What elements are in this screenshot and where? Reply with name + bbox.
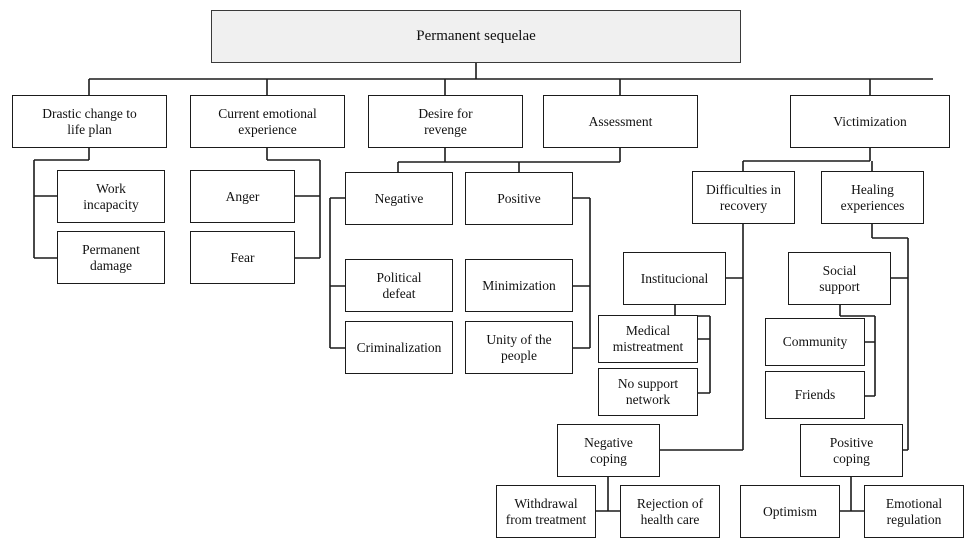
node-drastic[interactable]: Drastic change to life plan xyxy=(12,95,167,148)
node-medical[interactable]: Medical mistreatment xyxy=(598,315,698,363)
node-positive[interactable]: Positive xyxy=(465,172,573,225)
node-institucional[interactable]: Institucional xyxy=(623,252,726,305)
node-label: Victimization xyxy=(833,113,907,129)
connector-path xyxy=(397,148,621,172)
node-label: Work incapacity xyxy=(83,180,139,212)
node-label: Criminalization xyxy=(356,339,442,355)
node-label: Anger xyxy=(225,188,260,204)
node-withdrawal[interactable]: Withdrawal from treatment xyxy=(496,485,596,538)
node-label: Social support xyxy=(819,262,860,294)
node-community[interactable]: Community xyxy=(765,318,865,366)
node-label: Emotional regulation xyxy=(885,495,943,527)
node-healing[interactable]: Healing experiences xyxy=(821,171,924,224)
node-unity[interactable]: Unity of the people xyxy=(465,321,573,374)
node-victimization[interactable]: Victimization xyxy=(790,95,950,148)
node-emotreg[interactable]: Emotional regulation xyxy=(864,485,964,538)
node-anger[interactable]: Anger xyxy=(190,170,295,223)
node-work[interactable]: Work incapacity xyxy=(57,170,165,223)
node-difficulties[interactable]: Difficulties in recovery xyxy=(692,171,795,224)
node-friends[interactable]: Friends xyxy=(765,371,865,419)
connector-path xyxy=(742,148,873,171)
node-socialsup[interactable]: Social support xyxy=(788,252,891,305)
node-label: Drastic change to life plan xyxy=(42,105,137,137)
node-label: Friends xyxy=(794,387,836,403)
node-label: Rejection of health care xyxy=(636,495,704,527)
node-label: Optimism xyxy=(762,503,817,519)
node-label: Healing experiences xyxy=(840,181,905,213)
node-label: Current emotional experience xyxy=(218,105,317,137)
node-nosupport[interactable]: No support network xyxy=(598,368,698,416)
node-label: Medical mistreatment xyxy=(612,323,684,354)
node-label: No support network xyxy=(617,376,679,407)
node-minimize[interactable]: Minimization xyxy=(465,259,573,312)
connector-path xyxy=(88,63,933,95)
connector-path xyxy=(596,477,620,512)
node-label: Fear xyxy=(230,249,255,265)
node-assessment[interactable]: Assessment xyxy=(543,95,698,148)
node-label: Assessment xyxy=(588,113,653,129)
node-label: Unity of the people xyxy=(486,331,552,363)
node-fear[interactable]: Fear xyxy=(190,231,295,284)
node-root[interactable]: Permanent sequelae xyxy=(211,10,741,63)
connector-path xyxy=(329,197,345,349)
connector-path xyxy=(573,197,591,349)
node-label: Negative xyxy=(374,190,424,206)
node-negcoping[interactable]: Negative coping xyxy=(557,424,660,477)
node-rejection[interactable]: Rejection of health care xyxy=(620,485,720,538)
node-negative[interactable]: Negative xyxy=(345,172,453,225)
node-label: Positive xyxy=(497,190,541,206)
node-damage[interactable]: Permanent damage xyxy=(57,231,165,284)
node-label: Desire for revenge xyxy=(418,105,473,137)
node-label: Minimization xyxy=(482,277,556,293)
node-label: Withdrawal from treatment xyxy=(505,495,587,527)
node-label: Institucional xyxy=(640,270,709,286)
node-poscoping[interactable]: Positive coping xyxy=(800,424,903,477)
node-polidefeat[interactable]: Political defeat xyxy=(345,259,453,312)
node-label: Community xyxy=(782,334,848,350)
node-label: Positive coping xyxy=(829,434,874,466)
node-revenge[interactable]: Desire for revenge xyxy=(368,95,523,148)
node-label: Permanent damage xyxy=(82,241,140,273)
node-label: Political defeat xyxy=(376,269,422,301)
connector-path xyxy=(840,477,864,512)
node-emotional[interactable]: Current emotional experience xyxy=(190,95,345,148)
node-optimism[interactable]: Optimism xyxy=(740,485,840,538)
node-label: Difficulties in recovery xyxy=(705,181,782,213)
node-label: Negative coping xyxy=(584,434,633,466)
node-label: Permanent sequelae xyxy=(416,27,536,44)
node-criminal[interactable]: Criminalization xyxy=(345,321,453,374)
